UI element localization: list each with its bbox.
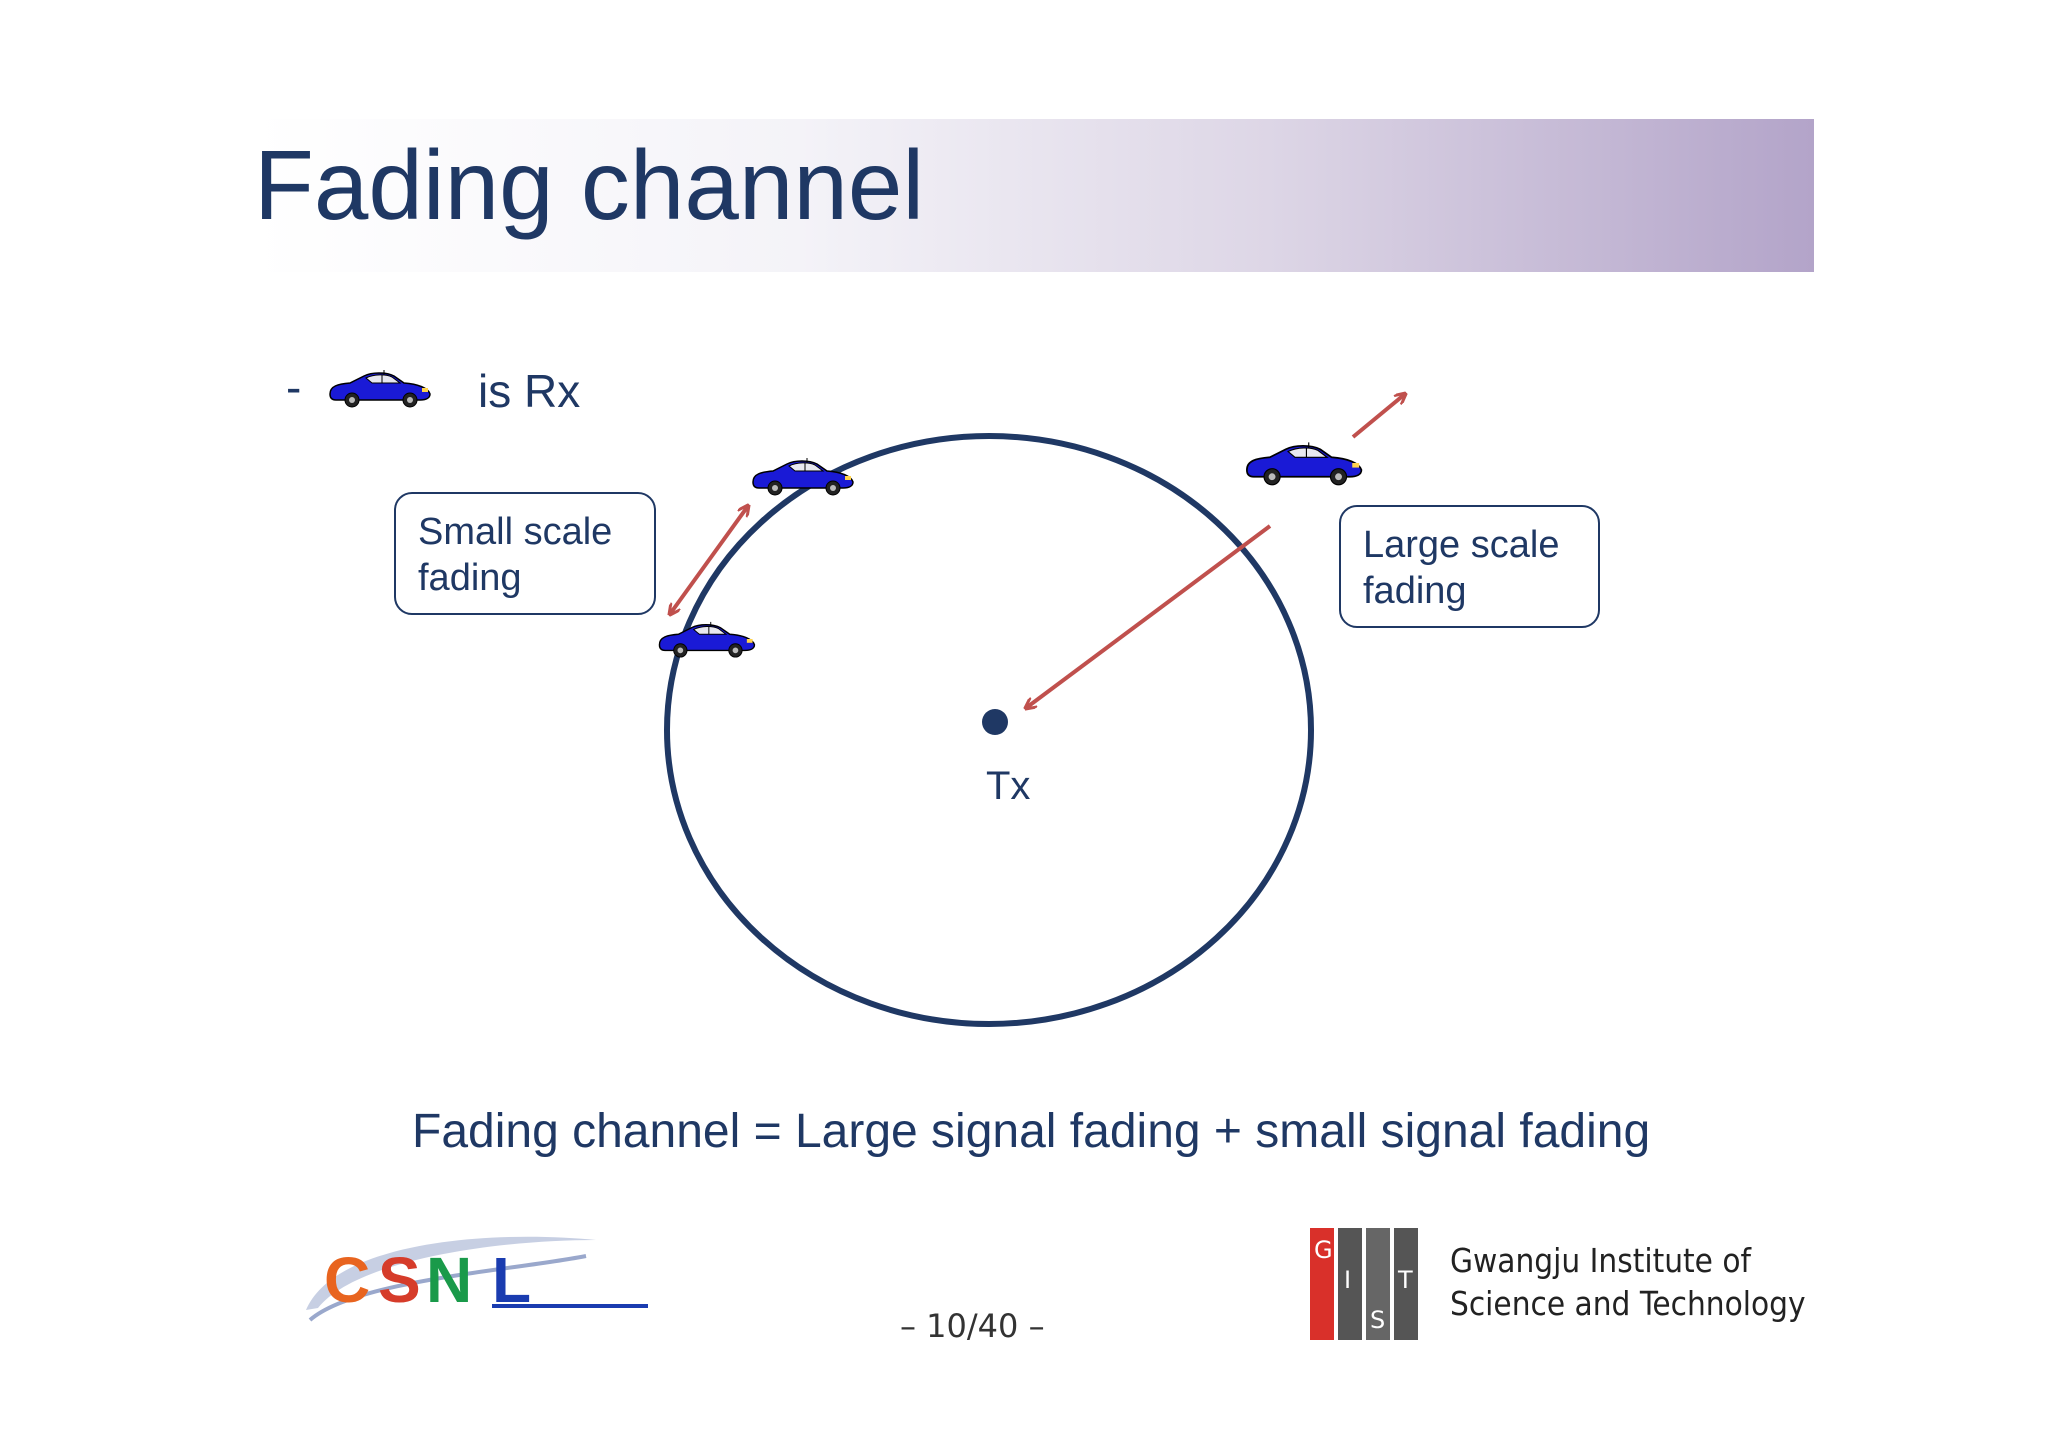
small-scale-callout: Small scale fading — [394, 492, 656, 615]
formula-text: Fading channel = Large signal fading + s… — [412, 1105, 1651, 1158]
gist-name-line: Gwangju Institute of — [1450, 1241, 1751, 1280]
gist-name-line: Science and Technology — [1450, 1283, 1806, 1323]
tx-point — [982, 709, 1008, 735]
legend-label: is Rx — [478, 365, 581, 417]
car-icon — [658, 621, 756, 658]
svg-text:C: C — [324, 1244, 370, 1316]
csnl-logo: C S N L — [306, 1236, 648, 1322]
large-scale-arrow — [1026, 524, 1272, 708]
outward-arrow — [1351, 394, 1405, 439]
svg-text:S: S — [378, 1244, 421, 1316]
legend-dash: - — [286, 361, 302, 413]
slide-title: Fading channel — [254, 130, 925, 240]
gist-letter-s: S — [1370, 1306, 1385, 1334]
coverage-circle — [664, 433, 1314, 1027]
title-banner — [254, 119, 1814, 272]
car-icon — [329, 369, 431, 408]
svg-text:N: N — [426, 1244, 472, 1316]
large-scale-callout: Large scale fading — [1339, 505, 1600, 628]
gist-logo: G I S T — [1310, 1228, 1418, 1340]
gist-letter-i: I — [1344, 1266, 1351, 1294]
callout-line: fading — [418, 556, 522, 599]
callout-line: Large scale — [1363, 524, 1560, 566]
gist-letter-t: T — [1397, 1266, 1413, 1294]
small-scale-arrow — [670, 506, 748, 614]
car-icon — [1246, 441, 1363, 486]
callout-line: fading — [1363, 569, 1467, 612]
callout-line: Small scale — [418, 511, 613, 553]
gist-letter-g: G — [1314, 1236, 1333, 1264]
gist-name: Gwangju Institute of Science and Technol… — [1450, 1240, 1806, 1326]
page-number: – 10/40 – — [900, 1307, 1045, 1345]
tx-label: Tx — [986, 764, 1031, 808]
